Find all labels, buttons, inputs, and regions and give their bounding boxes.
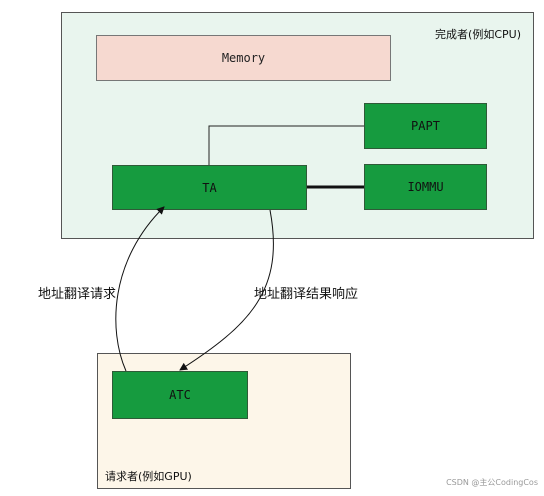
response-label: 地址翻译结果响应 [254, 287, 359, 302]
ta-label: TA [202, 180, 217, 195]
memory-label: Memory [221, 51, 266, 65]
response-arrow [179, 209, 274, 371]
iommu-label: IOMMU [407, 180, 444, 194]
ta-papt-connector [208, 125, 364, 165]
completer-label: 完成者(例如CPU) [435, 28, 521, 41]
memory-box: Memory [96, 35, 391, 81]
atc-label: ATC [169, 388, 191, 402]
papt-label: PAPT [411, 119, 440, 133]
requester-label: 请求者(例如GPU) [105, 470, 192, 483]
request-arrow [115, 206, 165, 372]
atc-box: ATC [112, 371, 248, 419]
iommu-box: IOMMU [364, 164, 487, 210]
request-label: 地址翻译请求 [38, 287, 117, 302]
watermark: CSDN @主公CodingCos [446, 478, 538, 487]
ta-box: TA [112, 165, 307, 210]
papt-box: PAPT [364, 103, 487, 149]
